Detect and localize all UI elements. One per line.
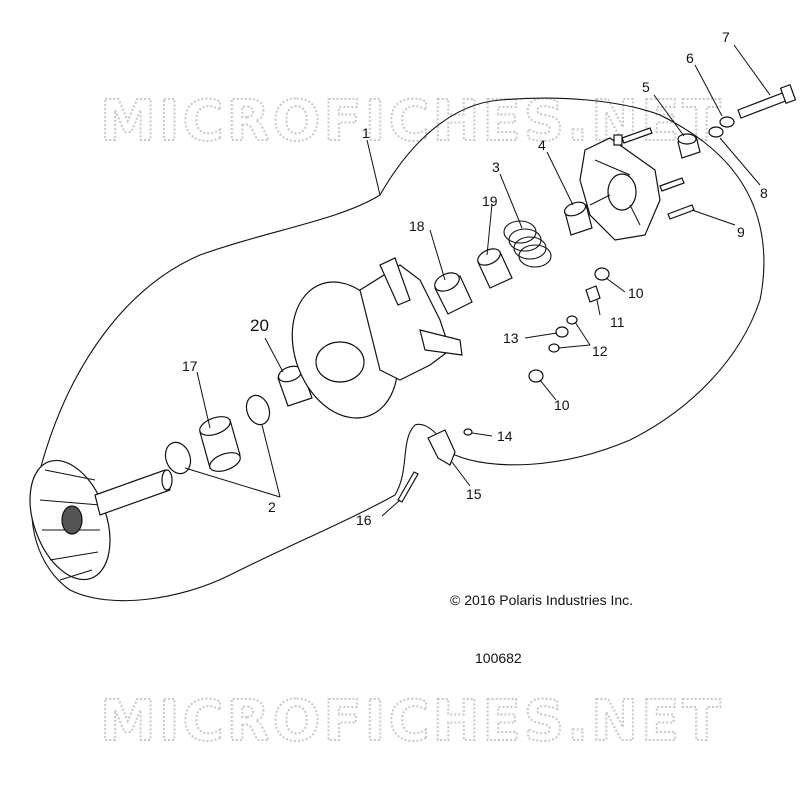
roller-10a [594, 267, 610, 281]
movable-sheave [29, 459, 173, 581]
callout-17: 17 [182, 358, 198, 374]
callout-18: 18 [409, 218, 425, 234]
clutch-cover [579, 137, 661, 241]
washer-6 [719, 116, 735, 128]
callout-labels: 1 2 3 4 5 6 7 8 9 10 10 11 12 13 14 15 1… [182, 29, 768, 528]
callout-11: 11 [610, 314, 625, 330]
callout-4: 4 [538, 137, 546, 153]
copyright-text: © 2016 Polaris Industries Inc. [450, 592, 633, 608]
pin-16 [397, 471, 419, 503]
callout-16: 16 [356, 512, 372, 528]
callout-9: 9 [737, 224, 745, 240]
bolt-top [613, 127, 653, 146]
spacer-17 [199, 416, 241, 472]
callout-7: 7 [722, 29, 730, 45]
weight-15 [427, 429, 456, 466]
spacer-5 [677, 133, 701, 159]
roller-10b [528, 369, 544, 383]
watermark-top: MICROFICHES.NET [100, 89, 724, 154]
bolt-9 [667, 204, 695, 220]
callout-14: 14 [497, 428, 513, 444]
diagram-number: 100682 [475, 650, 522, 666]
stationary-sheave [291, 257, 463, 419]
watermark-bottom: MICROFICHES.NET [100, 689, 724, 754]
washer-12a [566, 315, 578, 325]
callout-12: 12 [592, 343, 608, 359]
callout-15: 15 [466, 486, 482, 502]
washer-19 [477, 248, 513, 289]
callout-20: 20 [250, 316, 269, 335]
assembly-outline [31, 97, 765, 602]
oring-2b [245, 394, 271, 426]
bushing-13 [555, 326, 569, 338]
callout-2: 2 [268, 499, 276, 515]
washer-8 [708, 126, 724, 138]
leader-lines [184, 44, 771, 517]
oring-2a [164, 441, 192, 475]
callout-8: 8 [760, 185, 768, 201]
spring-3 [503, 220, 552, 268]
callout-3: 3 [492, 159, 500, 175]
pin-11 [585, 285, 601, 303]
bushing-4 [563, 201, 593, 236]
callout-10b: 10 [554, 397, 570, 413]
bolt-mid [659, 177, 685, 192]
callout-5: 5 [642, 79, 650, 95]
callout-10a: 10 [628, 285, 644, 301]
washer-12b [548, 343, 560, 353]
callout-6: 6 [686, 50, 694, 66]
callout-13: 13 [503, 330, 519, 346]
nut-14 [463, 428, 473, 436]
bolt-7 [737, 84, 797, 119]
callout-1: 1 [362, 125, 370, 141]
bearing-18 [434, 272, 473, 315]
callout-19: 19 [482, 193, 498, 209]
